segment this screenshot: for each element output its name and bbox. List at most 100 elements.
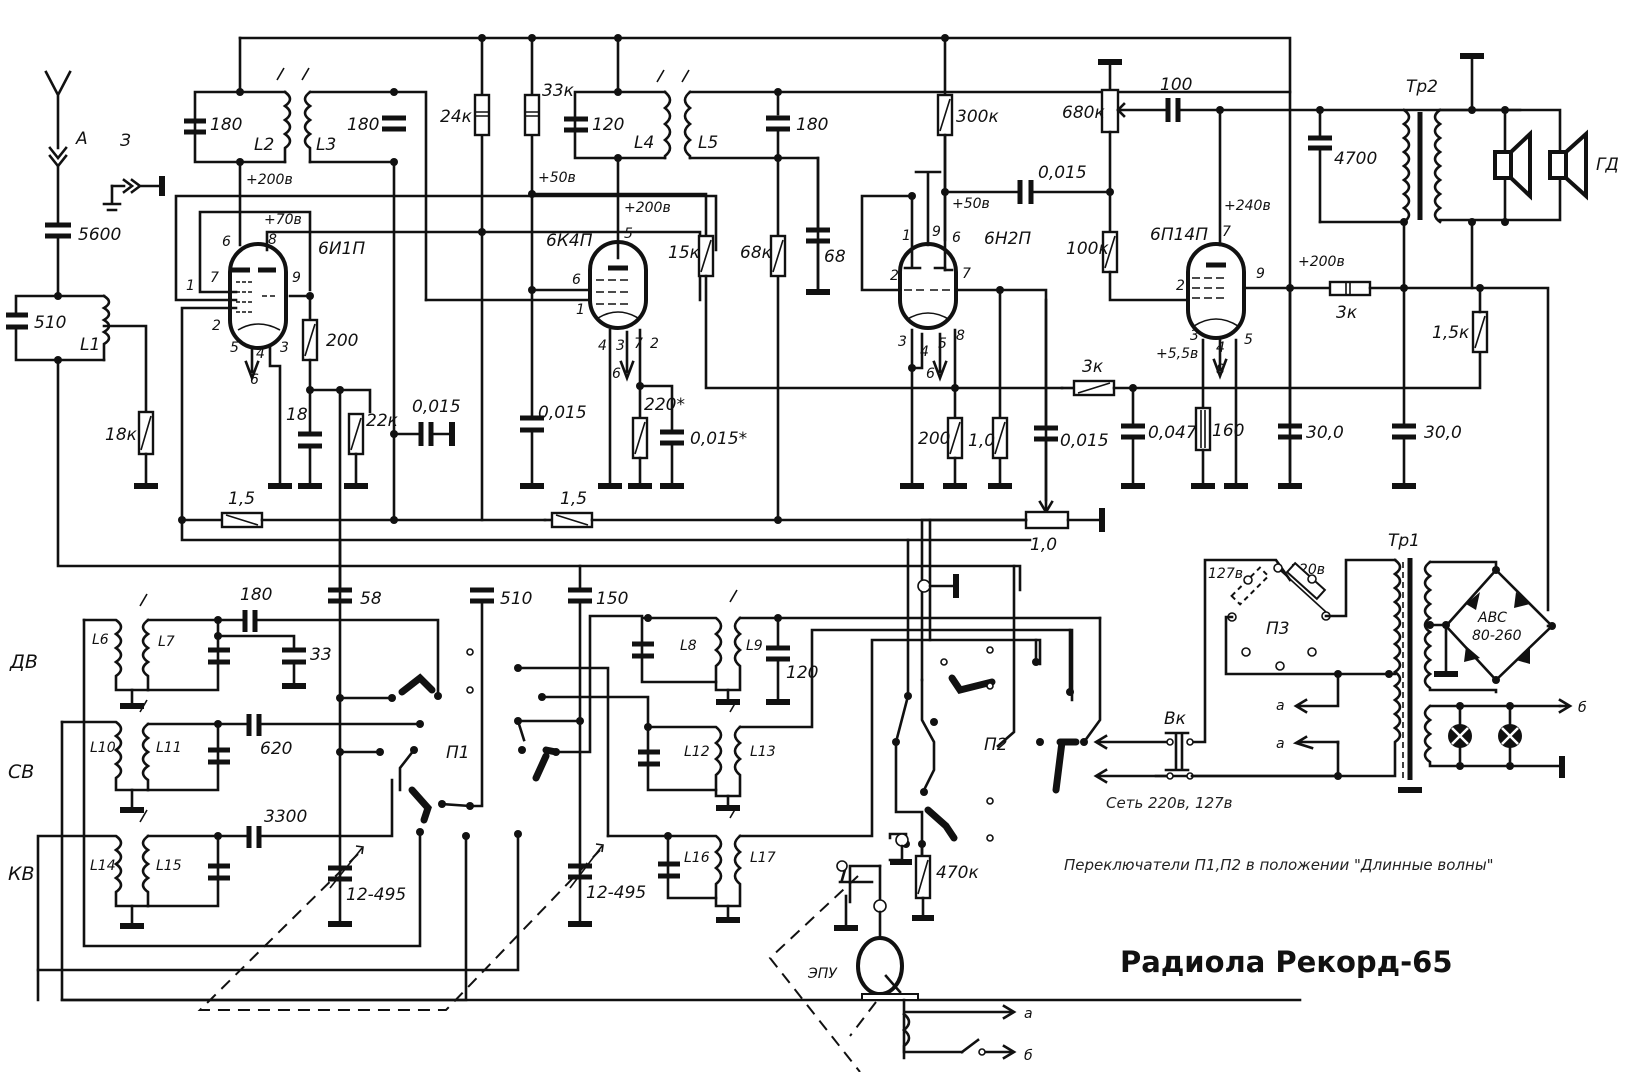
- transformer-tr2-label: Тр2: [1406, 77, 1438, 97]
- cap-180b-label: 180: [347, 115, 379, 135]
- res-470k-label: 470к: [936, 863, 979, 883]
- res-3ka-label: 3к: [1082, 357, 1104, 377]
- pin-label: 8: [268, 232, 277, 248]
- coil-L14-label: L14: [90, 858, 116, 874]
- switch-p2-contact[interactable]: [948, 674, 996, 694]
- coil-L5-label: L5: [698, 133, 718, 153]
- res-200b-label: 200: [918, 429, 950, 449]
- pin-label: 7: [634, 336, 643, 352]
- stage-if-amp: 120 L4 L5 180 68 68к +200в 15к 5 6 1 4 3…: [424, 69, 1292, 642]
- tube-6i1p-label: 6И1П: [318, 239, 365, 259]
- pin-label: 7: [210, 270, 219, 286]
- pin-label: 6: [612, 366, 621, 382]
- pin-label: 9: [292, 270, 301, 286]
- coil-L1-label: L1: [80, 335, 100, 355]
- cap-18-label: 18: [286, 405, 308, 425]
- cap-68-label: 68: [824, 247, 846, 267]
- ground-label: З: [120, 131, 131, 151]
- voltage-50b: +50в: [952, 196, 990, 212]
- osc-coils: L8 L9 120 L12 L13 L16 L17: [606, 589, 1102, 923]
- pin-label: 4: [598, 338, 607, 354]
- voltage-5_5: +5,5в: [1156, 346, 1198, 362]
- voltage-70: +70в: [264, 212, 302, 228]
- coil-L12-label: L12: [684, 744, 710, 760]
- cap-3300-label: 3300: [264, 807, 307, 827]
- power-switch[interactable]: [1164, 731, 1190, 772]
- res-33k-label: 33к: [542, 81, 575, 101]
- switch-p1: 58 510 150 12-495 12-495 П1: [197, 538, 650, 1011]
- pin-label: 9: [1256, 266, 1265, 282]
- pin-label: 7: [962, 266, 971, 282]
- coil-L2-label: L2: [254, 135, 274, 155]
- res-1_5a-label: 1,5: [228, 489, 255, 509]
- out-b2-label: б: [1024, 1048, 1033, 1064]
- tube-6p14p-label: 6П14П: [1150, 225, 1208, 245]
- coil-L3-label: L3: [316, 135, 336, 155]
- cap-58-label: 58: [360, 589, 382, 609]
- tube-6n2p-label: 6Н2П: [984, 229, 1031, 249]
- band-sw-label: КВ: [8, 863, 35, 885]
- res-200-label: 200: [326, 331, 358, 351]
- pin-label: 5: [938, 336, 947, 352]
- diode-icon: [1466, 592, 1480, 610]
- speaker-label: ГД: [1596, 155, 1619, 175]
- cap-0047-label: 0,047: [1148, 423, 1197, 443]
- voltage-200c: +200в: [1298, 254, 1345, 270]
- coil-L17-label: L17: [750, 850, 776, 866]
- switch-p2-contact[interactable]: [924, 806, 958, 842]
- res-22k-label: 22к: [366, 411, 399, 431]
- speaker-icon: [1493, 129, 1532, 201]
- coil-L11-label: L11: [156, 740, 182, 756]
- cap-120b-label: 120: [786, 663, 818, 683]
- pin-label: 6: [222, 234, 231, 250]
- pin-label: 5: [624, 226, 633, 242]
- cap-30b-label: 30,0: [1424, 423, 1462, 443]
- cap-0015e-label: 0,015: [1060, 431, 1109, 451]
- voltage-200a: +200в: [246, 172, 293, 188]
- diode-icon: [1464, 646, 1480, 662]
- switch-p1-contact[interactable]: [398, 673, 436, 696]
- res-300k-label: 300к: [956, 107, 999, 127]
- pin-label: 3: [616, 338, 625, 354]
- rectifier-label: АВС: [1477, 610, 1507, 626]
- cap-0015d-label: 0,015: [1038, 163, 1087, 183]
- cap-510b-label: 510: [500, 589, 532, 609]
- tube-6k4p-label: 6К4П: [546, 231, 593, 251]
- antenna-input: А 5600 510 L1 18к З: [6, 70, 1022, 592]
- res-1_5b-label: 1,5: [560, 489, 587, 509]
- switch-p1b-contact[interactable]: [532, 746, 560, 782]
- v127-label: 127в: [1208, 566, 1243, 582]
- pin-label: 5: [230, 340, 239, 356]
- divider-resistors: 24к 33к 0,015 +50в: [440, 81, 587, 489]
- pin-label: 1: [186, 278, 195, 294]
- cap-5600-label: 5600: [78, 225, 121, 245]
- cap-30a-label: 30,0: [1306, 423, 1344, 443]
- band-lw-label: ДВ: [9, 651, 38, 673]
- pin-label: 3: [280, 340, 289, 356]
- cap-150-label: 150: [596, 589, 628, 609]
- band-coils: ДВ СВ КВ L6 L7 180 33 L10 L11 620: [8, 585, 1302, 1002]
- switch-p1-contact[interactable]: [408, 786, 432, 824]
- coil-L4-label: L4: [634, 133, 654, 153]
- pin-label: 1: [902, 228, 911, 244]
- out-a3-label: а: [1024, 1006, 1033, 1022]
- pin-label: 4: [920, 344, 929, 360]
- res-160-label: 160: [1212, 421, 1244, 441]
- pin-label: 3: [1190, 328, 1199, 344]
- voltage-200b: +200в: [624, 200, 671, 216]
- switch-p1-label: П1: [446, 743, 470, 763]
- power-switch-label: Вк: [1164, 709, 1187, 729]
- coil-L6-label: L6: [92, 632, 109, 648]
- lamp-icon: [1498, 724, 1522, 748]
- out-b1-label: б: [1578, 700, 1587, 716]
- cap-4700-label: 4700: [1334, 149, 1377, 169]
- res-18k-label: 18к: [105, 425, 138, 445]
- power-supply: 127в 220в П3 а а Тр1 АВС 80-260: [1093, 531, 1587, 812]
- switch-p2-contact[interactable]: [1052, 738, 1066, 794]
- res-220-label: 220*: [644, 395, 685, 415]
- stage-output: 680к 100 100к +240в 7 2 9 3 4 5 8 +5,5в …: [1060, 53, 1619, 612]
- res-1_5k-label: 1,5к: [1432, 323, 1470, 343]
- pin-label: 6: [250, 372, 259, 388]
- cap-0015b-label: 0,015: [538, 403, 587, 423]
